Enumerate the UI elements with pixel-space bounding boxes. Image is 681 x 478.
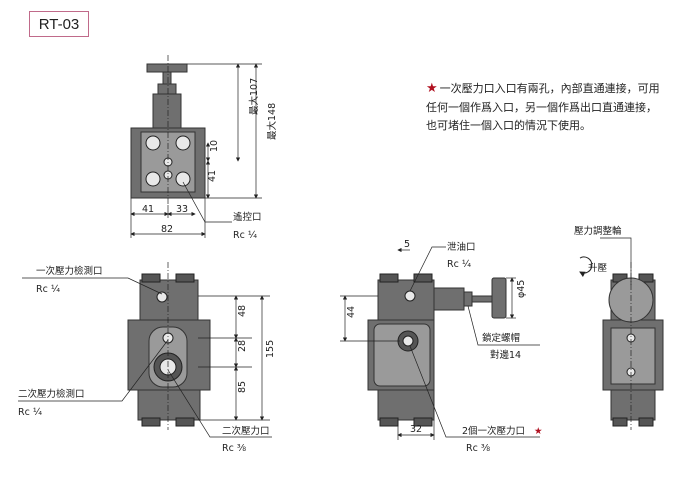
adjuster-housing	[433, 287, 465, 311]
bolt-hole	[175, 135, 191, 151]
star-icon: ★	[534, 426, 543, 437]
label-raise-pressure: 升壓	[588, 263, 608, 274]
dim-max148: 最大148	[266, 103, 278, 140]
adjuster-body	[152, 93, 182, 129]
bolt-hole	[175, 171, 191, 187]
rear-lower	[610, 389, 656, 421]
drain-port	[404, 290, 416, 302]
label-secondary-gauge: 二次壓力檢測口	[18, 388, 85, 400]
label-secondary-port: 二次壓力口	[222, 425, 270, 437]
label-pressure-knob: 壓力調整輪	[574, 225, 622, 237]
bolt-hole	[145, 171, 161, 187]
label-drain-rc: Rc ¼	[447, 259, 471, 270]
label-locknut-size: 對邊14	[490, 349, 521, 361]
side-upper	[377, 279, 435, 321]
label-remote-port-rc: Rc ¼	[233, 230, 257, 241]
screw-stem	[471, 295, 493, 303]
note-text: 一次壓力口入口有兩孔，內部直通連接，可用任何一個作爲入口，另一個作爲出口直通連接…	[426, 82, 660, 132]
dim-44: 44	[346, 306, 357, 318]
label-drain: 泄油口	[447, 241, 476, 253]
dim-32: 32	[410, 424, 422, 435]
label-two-primary: 2個一次壓力口	[462, 425, 525, 437]
side-view: 泄油口 Rc ¼ 5 φ45 鎖定螺帽 對邊14 44 32 2個一次壓力口 ★…	[340, 239, 543, 454]
primary-port	[402, 335, 414, 347]
dim-41-vertical: 41	[207, 170, 218, 182]
handle-stem	[162, 71, 172, 85]
handle-collar	[157, 83, 177, 95]
dim-48: 48	[237, 305, 248, 317]
handwheel	[491, 277, 507, 319]
front-view: 一次壓力檢測口 Rc ¼ 二次壓力檢測口 Rc ¼ 二次壓力口 Rc ⅜ 48 …	[18, 262, 276, 454]
dim-10: 10	[209, 140, 220, 152]
front-upper	[139, 279, 199, 321]
side-lower	[377, 389, 435, 421]
rear-view: 壓力調整輪 升壓	[574, 225, 664, 430]
label-two-primary-rc: Rc ⅜	[466, 443, 490, 454]
label-secondary-port-rc: Rc ⅜	[222, 443, 246, 454]
label-secondary-gauge-rc: Rc ¼	[18, 407, 42, 418]
lock-nut	[463, 291, 473, 307]
front-lower	[137, 389, 201, 421]
rotate-arrow-icon	[579, 256, 593, 278]
star-icon: ★	[426, 81, 438, 96]
label-primary-gauge: 一次壓力檢測口	[36, 265, 103, 277]
dim-5: 5	[404, 239, 410, 250]
dim-33: 33	[176, 204, 188, 215]
feature-note: ★一次壓力口入口有兩孔，內部直通連接，可用任何一個作爲入口，另一個作爲出口直通連…	[426, 80, 661, 136]
dim-85: 85	[237, 381, 248, 393]
bolt-hole	[145, 135, 161, 151]
dim-82: 82	[161, 224, 173, 235]
label-primary-gauge-rc: Rc ¼	[36, 284, 60, 295]
model-tag: RT-03	[29, 11, 89, 37]
label-locknut: 鎖定螺帽	[482, 332, 520, 344]
dim-155: 155	[265, 340, 276, 358]
dim-41: 41	[142, 204, 154, 215]
handle-knob	[146, 63, 188, 73]
label-remote-port: 遙控口	[233, 211, 262, 223]
top-view: 10 41 最大107 最大148 41 33 82 遙控口 Rc ¼	[130, 55, 278, 241]
dim-28: 28	[237, 340, 248, 352]
dim-max107: 最大107	[248, 78, 260, 115]
dim-phi45: φ45	[516, 280, 527, 298]
primary-gauge-port	[156, 291, 168, 303]
